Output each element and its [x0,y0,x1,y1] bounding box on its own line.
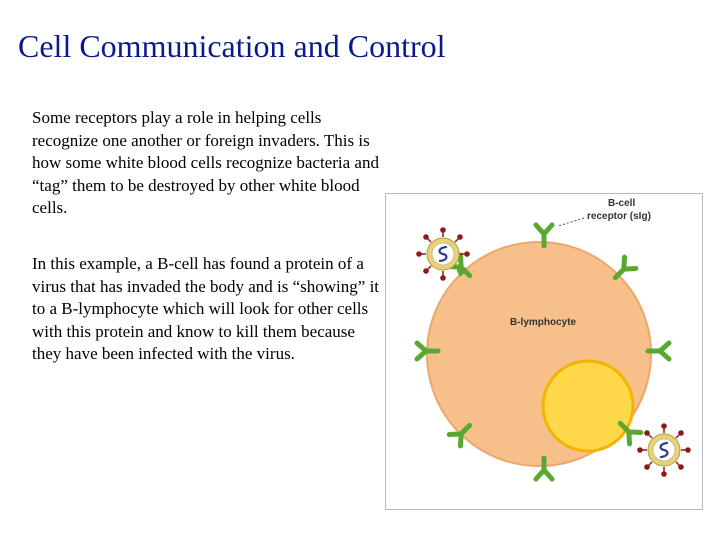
virus-particle-bottom-right [637,423,691,477]
cell-label: B-lymphocyte [510,317,577,328]
body-paragraph-2: In this example, a B-cell has found a pr… [32,254,380,363]
virus-particle-top-left [416,227,470,281]
receptor-bottom-right [617,420,644,447]
receptor-bottom-left [446,422,473,449]
receptor-top [533,222,555,249]
slide-title: Cell Communication and Control [18,28,446,64]
nucleus [541,359,635,453]
virus-pointer-top-left [454,264,468,277]
body-paragraph-1: Some receptors play a role in helping ce… [32,108,379,217]
receptor-bottom [533,455,555,482]
receptor-label-line2: receptor (sIg) [587,211,651,222]
receptor-right [645,340,672,362]
receptor-label-line1: B-cell [608,198,635,209]
b-lymphocyte-diagram: B-cell receptor (sIg) B-lymphocyte [385,193,703,510]
receptor-top-right [612,254,639,281]
receptor-left [414,340,441,362]
receptor-leader-line [557,217,585,227]
